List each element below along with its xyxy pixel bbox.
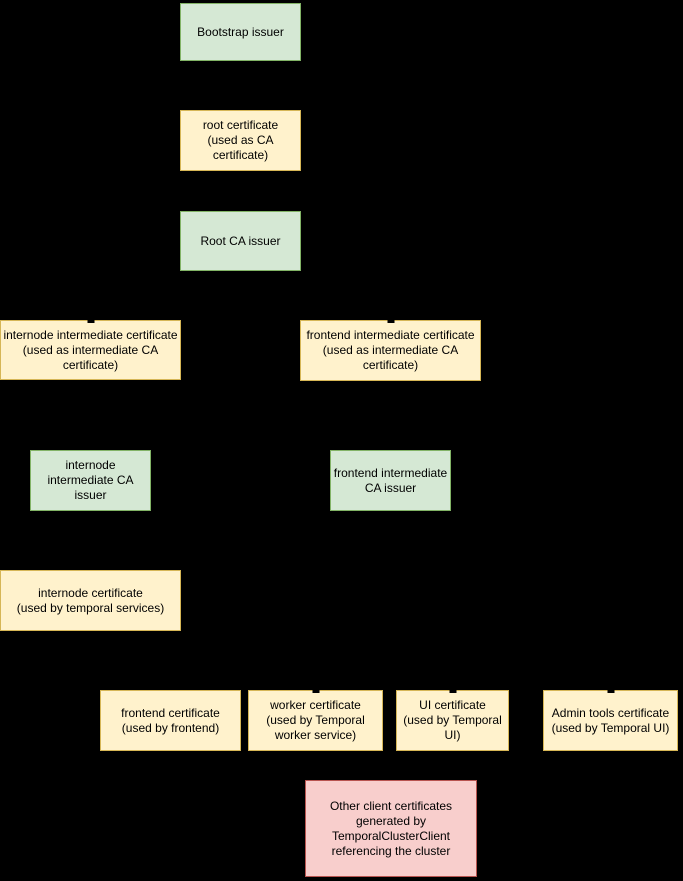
node-label: worker certificate (used by Temporal wor… (266, 698, 365, 742)
node-label: Admin tools certificate (used by Tempora… (551, 705, 670, 735)
node-label: frontend intermediate certificate (used … (306, 328, 475, 372)
node-frontend-intermediate-certificate: frontend intermediate certificate (used … (300, 320, 481, 381)
node-internode-certificate: internode certificate (used by temporal … (0, 570, 181, 631)
node-worker-certificate: worker certificate (used by Temporal wor… (248, 690, 383, 751)
node-admin-tools-certificate: Admin tools certificate (used by Tempora… (543, 690, 678, 751)
node-ui-certificate: UI certificate (used by Temporal UI) (396, 690, 509, 751)
node-label: internode intermediate CA issuer (47, 458, 134, 502)
arrowhead-notch (87, 320, 94, 323)
arrowhead-notch (387, 320, 394, 323)
node-label: Root CA issuer (200, 233, 281, 248)
node-label: root certificate (used as CA certificate… (202, 118, 279, 162)
node-label: internode intermediate certificate (used… (3, 327, 178, 372)
node-label: Bootstrap issuer (197, 24, 284, 39)
node-internode-intermediate-certificate: internode intermediate certificate (used… (0, 320, 181, 380)
node-label: frontend intermediate CA issuer (333, 465, 448, 495)
node-label: internode certificate (used by temporal … (16, 585, 165, 615)
node-label: frontend certificate (used by frontend) (121, 705, 220, 735)
node-label: Other client certificates generated by T… (329, 798, 453, 858)
node-other-client-certificates: Other client certificates generated by T… (305, 780, 477, 877)
node-root-ca-issuer: Root CA issuer (180, 211, 301, 271)
arrowhead-notch (607, 690, 614, 693)
node-bootstrap-issuer: Bootstrap issuer (180, 3, 301, 61)
node-frontend-certificate: frontend certificate (used by frontend) (100, 690, 241, 751)
node-label: UI certificate (used by Temporal UI) (403, 698, 502, 742)
node-internode-intermediate-ca-issuer: internode intermediate CA issuer (30, 450, 151, 511)
node-frontend-intermediate-ca-issuer: frontend intermediate CA issuer (330, 450, 451, 511)
arrowhead-notch (312, 690, 319, 693)
node-root-certificate: root certificate (used as CA certificate… (180, 110, 301, 171)
arrowhead-notch (449, 690, 456, 693)
